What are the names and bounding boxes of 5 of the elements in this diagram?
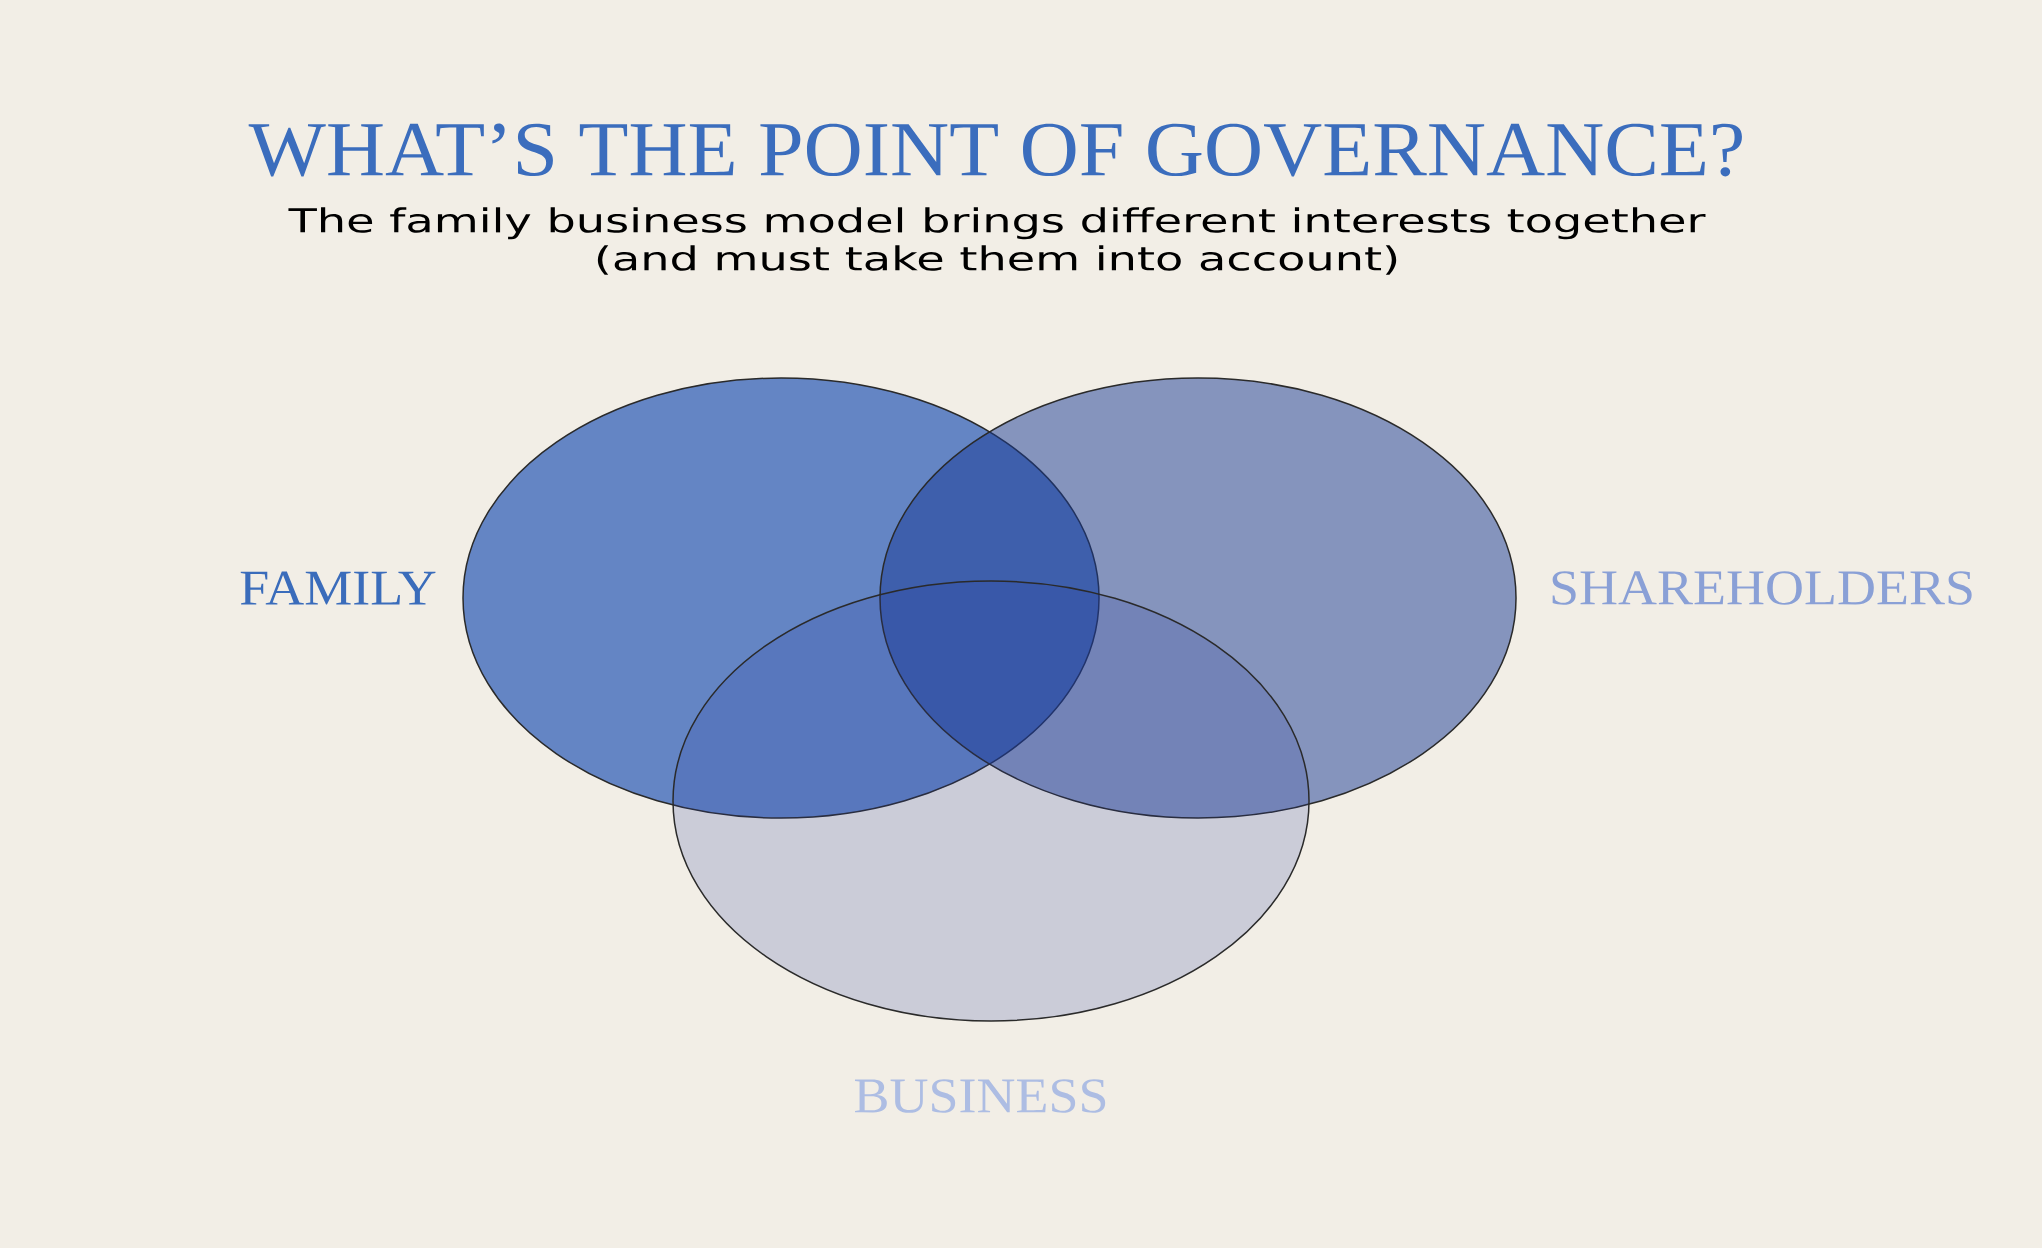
set-label: FAMILY <box>240 571 436 605</box>
subtitle: The family business model brings different interests together (and must take them into account) <box>288 207 1706 275</box>
set-label: SHAREHOLDERS <box>1552 571 1972 605</box>
title: WHAT’S THE POINT OF GOVERNANCE? <box>248 123 1742 177</box>
set-label: BUSINESS <box>855 1079 1106 1113</box>
